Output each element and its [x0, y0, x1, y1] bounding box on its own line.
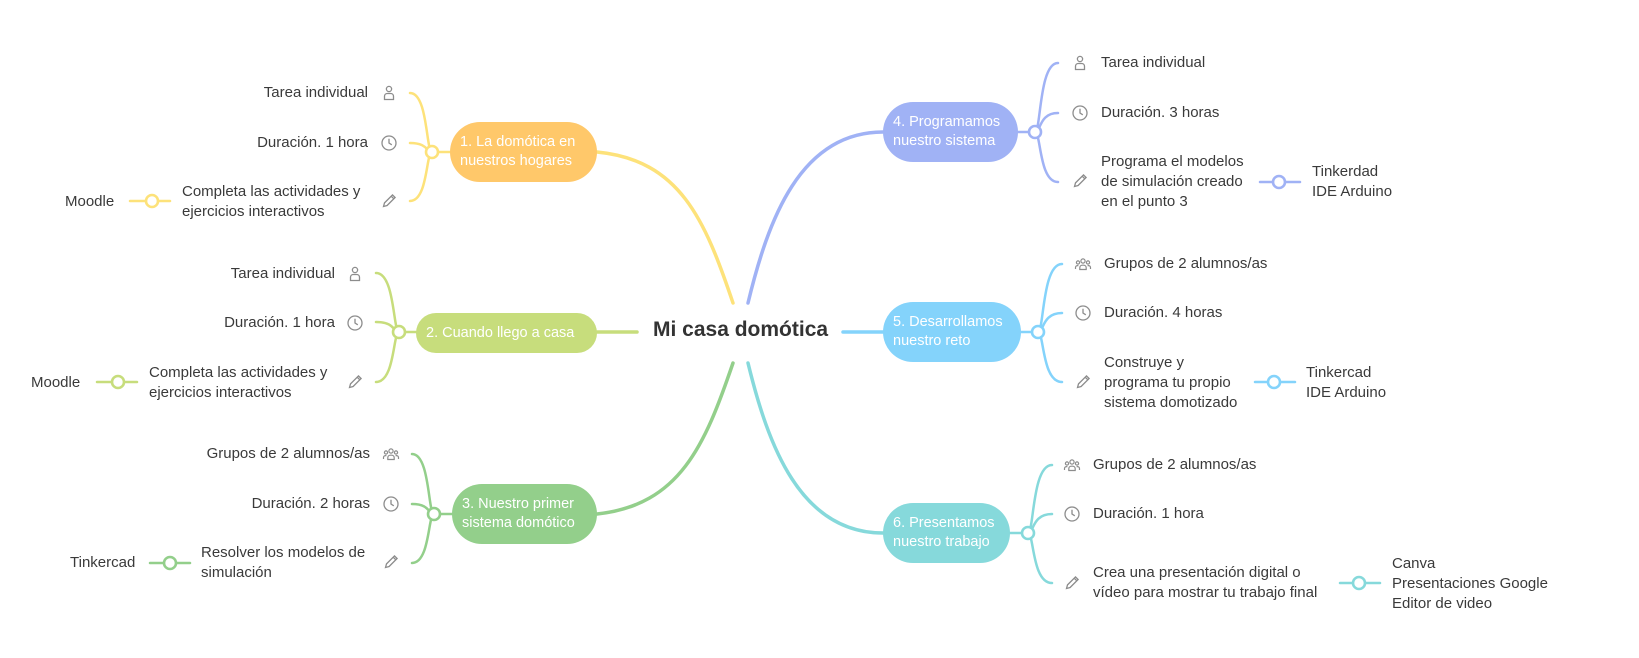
clock-icon: [382, 495, 400, 513]
branch-6-item-3-text[interactable]: Crea una presentación digital o vídeo pa…: [1093, 564, 1318, 601]
branch-node-dot: [1271, 174, 1287, 190]
clock-icon: [1063, 505, 1081, 523]
pencil-icon: [346, 373, 364, 391]
branch-4-tool-label[interactable]: Tinkerdad IDE Arduino: [1312, 163, 1393, 200]
connector-line: [1033, 130, 1060, 184]
branch-4-item-2-text[interactable]: Duración. 3 horas: [1101, 104, 1220, 121]
branch-3-topic[interactable]: 3. Nuestro primer sistema domótico: [452, 484, 597, 544]
branch-4-item-1-text[interactable]: Tarea individual: [1101, 54, 1206, 71]
connector-line: [1026, 531, 1054, 585]
branch-node-dot: [1030, 324, 1046, 340]
connector-line: [746, 130, 885, 305]
connector-line: [410, 512, 436, 565]
branch-1-topic[interactable]: 1. La domótica en nuestros hogares: [450, 122, 597, 182]
branch-2-tool-label[interactable]: Moodle: [31, 374, 81, 391]
branch-5-item-3-text[interactable]: Construye y programa tu propio sistema d…: [1104, 354, 1238, 411]
branch-node-dot: [144, 193, 160, 209]
branch-3-tool-label[interactable]: Tinkercad: [70, 554, 136, 571]
pencil-icon: [382, 553, 400, 571]
branch-node-dot: [391, 324, 407, 340]
connector-line: [374, 330, 401, 384]
group-icon: [382, 445, 400, 463]
branch-1-tool-label[interactable]: Moodle: [65, 193, 115, 210]
branch-5-item-1-text[interactable]: Grupos de 2 alumnos/as: [1104, 255, 1268, 272]
person-icon: [380, 84, 398, 102]
clock-icon: [346, 314, 364, 332]
connector-line: [1026, 463, 1054, 535]
branch-2-topic[interactable]: 2. Cuando llego a casa: [416, 313, 597, 353]
branch-node-dot: [426, 506, 442, 522]
branch-node-dot: [110, 374, 126, 390]
branch-6-item-1-text[interactable]: Grupos de 2 alumnos/as: [1093, 456, 1257, 473]
branch-2-item-1-text[interactable]: Tarea individual: [230, 265, 335, 282]
branch-4-item-3-text[interactable]: Programa el modelos de simulación creado…: [1101, 153, 1244, 210]
connector-line: [595, 150, 735, 305]
branch-6-tool-label[interactable]: Canva Presentaciones Google Editor de vi…: [1392, 555, 1548, 612]
branch-node-dot: [1351, 575, 1367, 591]
pencil-icon: [1074, 373, 1092, 391]
branch-5-tool-label[interactable]: Tinkercad IDE Arduino: [1306, 364, 1387, 401]
connector-line: [1033, 61, 1060, 134]
group-icon: [1063, 456, 1081, 474]
branch-5-topic[interactable]: 5. Desarrollamos nuestro reto: [883, 302, 1021, 362]
connector-line: [746, 361, 885, 535]
connector-line: [408, 150, 434, 203]
branch-1-item-2-text[interactable]: Duración. 1 hora: [257, 134, 368, 151]
branch-node-dot: [424, 144, 440, 160]
group-icon: [1074, 255, 1092, 273]
branch-2-item-3-text[interactable]: Completa las actividades y ejercicios in…: [149, 364, 328, 401]
branch-node-dot: [162, 555, 178, 571]
branch-1-item-1-text[interactable]: Tarea individual: [263, 84, 368, 101]
branch-4-topic[interactable]: 4. Programamos nuestro sistema: [883, 102, 1018, 162]
branch-1-item-3-text[interactable]: Completa las actividades y ejercicios in…: [182, 183, 361, 220]
person-icon: [1071, 54, 1089, 72]
pencil-icon: [1071, 172, 1089, 190]
pencil-icon: [380, 192, 398, 210]
pencil-icon: [1063, 574, 1081, 592]
clock-icon: [380, 134, 398, 152]
branch-node-dot: [1027, 124, 1043, 140]
person-icon: [346, 265, 364, 283]
branch-5-item-2-text[interactable]: Duración. 4 horas: [1104, 304, 1223, 321]
clock-icon: [1071, 104, 1089, 122]
branch-6-topic[interactable]: 6. Presentamos nuestro trabajo: [883, 503, 1010, 563]
central-topic[interactable]: Mi casa domótica: [653, 318, 829, 341]
branch-3-item-2-text[interactable]: Duración. 2 horas: [251, 495, 370, 512]
branch-2-item-2-text[interactable]: Duración. 1 hora: [224, 314, 335, 331]
connector-line: [595, 361, 735, 516]
branch-node-dot: [1020, 525, 1036, 541]
branch-3-item-1-text[interactable]: Grupos de 2 alumnos/as: [206, 445, 370, 462]
connector-line: [1036, 262, 1064, 334]
branch-3-item-3-text[interactable]: Resolver los modelos de simulación: [201, 544, 366, 581]
clock-icon: [1074, 304, 1092, 322]
branch-6-item-2-text[interactable]: Duración. 1 hora: [1093, 505, 1204, 522]
branch-node-dot: [1266, 374, 1282, 390]
connector-line: [1036, 330, 1064, 384]
